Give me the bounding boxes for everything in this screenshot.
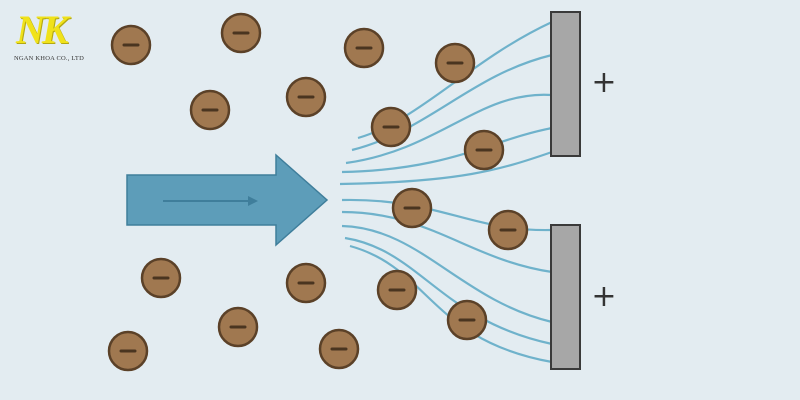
field-line — [344, 236, 553, 346]
negative-particle — [434, 42, 476, 84]
negative-particle — [220, 12, 262, 54]
negative-particle — [487, 209, 529, 251]
electrode-bottom — [550, 224, 581, 370]
field-line — [341, 210, 553, 274]
negative-particle — [107, 330, 149, 372]
negative-particle — [343, 27, 385, 69]
field-lines-bottom — [341, 198, 553, 364]
electrode-top — [550, 11, 581, 157]
field-line — [345, 93, 553, 165]
field-line — [349, 244, 553, 364]
negative-particle — [285, 76, 327, 118]
negative-particle — [446, 299, 488, 341]
negative-particle — [370, 106, 412, 148]
field-line — [341, 224, 553, 324]
negative-particle — [110, 24, 152, 66]
flow-arrow — [126, 153, 329, 247]
negative-particle — [285, 262, 327, 304]
logo-company-name: NGAN KHOA CO., LTD — [14, 55, 84, 62]
logo-mark: NK — [16, 7, 69, 52]
negative-particle — [318, 328, 360, 370]
negative-particle — [391, 187, 433, 229]
negative-particle — [217, 306, 259, 348]
positive-charge-bottom: + — [591, 279, 616, 314]
negative-particle — [189, 89, 231, 131]
negative-particle — [463, 129, 505, 171]
negative-particle — [376, 269, 418, 311]
field-line — [339, 150, 553, 186]
charged-particles — [107, 12, 529, 372]
positive-charge-top: + — [591, 65, 616, 100]
company-logo: NK NGAN KHOA CO., LTD — [14, 10, 94, 66]
negative-particle — [140, 257, 182, 299]
